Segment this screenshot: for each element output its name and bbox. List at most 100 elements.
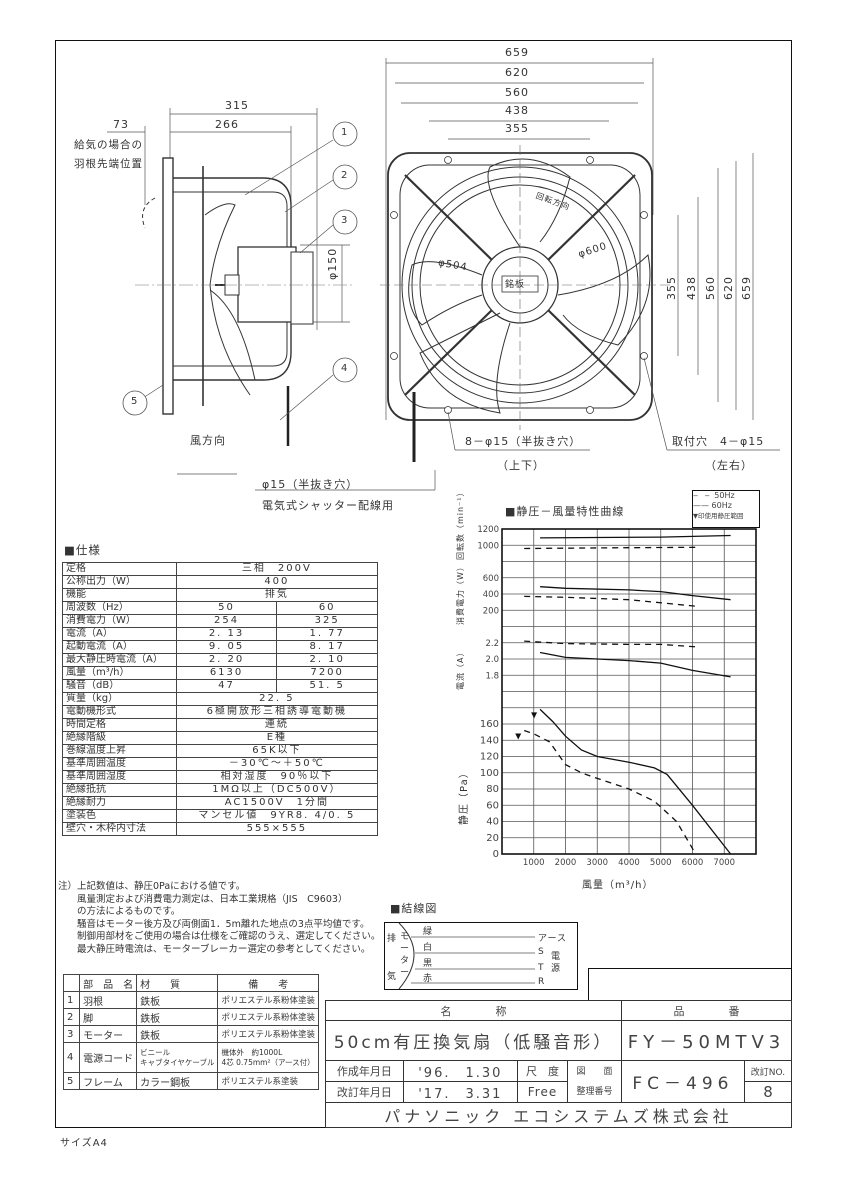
series-rpm-50hz	[524, 546, 696, 550]
series-power-50hz	[524, 595, 696, 607]
shutter-hole-purpose: 電気式シャッター配線用	[262, 499, 394, 512]
parts-material: ビニール キャブタイヤケーブル	[136, 1042, 219, 1073]
spec-value-v50: 6130	[175, 666, 278, 680]
dim-v-620: 620	[722, 276, 735, 300]
current-tick-label: 2.2	[485, 639, 499, 649]
spec-value-v60: 51. 5	[276, 679, 378, 693]
parts-material: 鉄板	[136, 1008, 219, 1026]
shutter-hole-note: φ15（半抜き穴）	[262, 478, 359, 491]
holes-top-bottom-note: 8－φ15（半抜き穴）	[465, 435, 582, 448]
spec-value: 6極開放形三相誘導電動機	[175, 705, 379, 719]
callout-circles	[122, 121, 358, 416]
spec-notes: 注）上記数値は、静圧0Paにおける値です。 風量測定および消費電力測定は、日本工…	[58, 881, 381, 955]
dim-v-659: 659	[740, 276, 753, 300]
company-name: パナソニック エコシステムズ株式会社	[325, 1102, 792, 1128]
spec-label: 起動電流（A）	[62, 640, 177, 654]
pressure-tick-label: 160	[480, 719, 499, 730]
revision-label: 改訂NO.	[743, 1060, 793, 1082]
mount-holes-note: 取付穴 4－φ15	[672, 435, 765, 448]
terminal-s: S	[538, 947, 545, 957]
callout-4: 4	[341, 363, 349, 374]
product-name: 50cm有圧換気扇（低騒音形）	[325, 1020, 622, 1061]
spec-value: －30℃～＋50℃	[175, 757, 379, 771]
parts-note: ポリエステル系粉体塗装	[217, 1008, 319, 1026]
spec-label: 周波数（Hz）	[62, 601, 177, 615]
dim-h-438: 438	[505, 104, 529, 117]
dim-v-560: 560	[704, 276, 717, 300]
spec-label: 塗装色	[62, 809, 177, 823]
rpm-axis-label: 回転数（min⁻¹）	[456, 487, 465, 560]
dim-phi150: φ150	[326, 247, 339, 280]
current-axis-label: 電流（A）	[456, 647, 465, 690]
parts-material: 鉄板	[136, 991, 219, 1009]
spec-value: 1MΩ以上（DC500V）	[175, 783, 379, 797]
parts-no: 2	[62, 1008, 81, 1026]
side-view-drawing	[107, 108, 358, 475]
wiring-lines	[398, 923, 535, 989]
drawing-label-1: 図 面	[576, 1066, 613, 1077]
power-label: 電源	[551, 952, 562, 974]
x-tick-label: 5000	[650, 858, 672, 868]
spec-value-v60: 60	[276, 601, 378, 615]
paper-size: サイズA4	[60, 1138, 108, 1149]
wiring-side-top: 排	[387, 934, 398, 944]
pressure-tick-label: 140	[480, 735, 499, 746]
pressure-tick-label: 120	[480, 752, 499, 763]
terminal-earth: アース	[538, 934, 568, 944]
spec-label: 壁穴・木枠内寸法	[62, 822, 177, 836]
parts-header-note: 備 考	[217, 974, 319, 992]
scale-value: Free	[516, 1081, 569, 1103]
parts-no: 1	[62, 991, 81, 1009]
spec-value-v50: 47	[175, 679, 278, 693]
scale-label: 尺 度	[516, 1060, 569, 1082]
shutter-note-leader	[255, 470, 436, 491]
power-tick-label: 200	[483, 606, 499, 616]
nameplate-label: 銘板	[505, 280, 526, 290]
front-view-drawing	[380, 58, 780, 462]
pressure-tick-label: 100	[480, 768, 499, 779]
dim-266: 266	[215, 118, 239, 131]
callout-1: 1	[341, 127, 349, 138]
parts-header-no	[62, 974, 81, 992]
spec-row: 定格三相 200V	[62, 562, 379, 576]
spec-label: 時間定格	[62, 718, 177, 732]
current-tick-label: 2.0	[485, 655, 499, 665]
dim-73: 73	[113, 118, 129, 131]
spec-value-v50: 2. 20	[175, 653, 278, 667]
spec-value: 400	[175, 575, 379, 589]
revised-label: 改訂年月日	[325, 1081, 404, 1103]
drawing-label-2: 整理番号	[576, 1086, 613, 1097]
parts-header-name: 部 品 名	[79, 974, 138, 992]
parts-no: 5	[62, 1072, 81, 1090]
legend-50hz: ‒ ‒ 50Hz	[693, 491, 735, 500]
current-tick-label: 1.8	[485, 671, 499, 681]
intake-note-line2: 羽根先端位置	[74, 158, 143, 170]
wiring-side-bottom: 気	[387, 972, 398, 982]
dim-h-355: 355	[505, 122, 529, 135]
name-header: 名 称	[325, 1000, 622, 1021]
spec-value: 65K以下	[175, 744, 379, 758]
usage-range-marker	[531, 712, 538, 719]
mounting-holes	[390, 156, 648, 414]
x-tick-label: 4000	[618, 858, 640, 868]
spec-label: 定格	[62, 562, 177, 576]
spec-label: 騒音（dB）	[62, 679, 177, 693]
parts-name: 脚	[79, 1008, 138, 1026]
spec-label: 絶縁耐力	[62, 796, 177, 810]
wire-black: 黒	[423, 959, 434, 969]
series-pressure-60hz	[539, 708, 732, 855]
revised-date: '17. 3.31	[402, 1081, 518, 1103]
spec-label: 風量（m³/h）	[62, 666, 177, 680]
